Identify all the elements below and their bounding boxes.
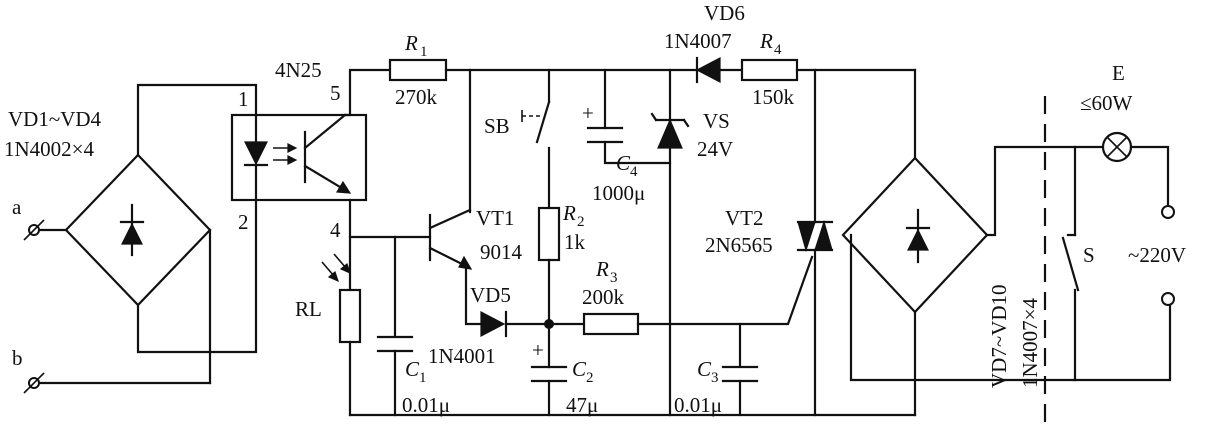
photoresistor-rl	[338, 288, 362, 344]
c2-sub: 2	[586, 370, 594, 386]
c3-letter: C	[697, 357, 712, 381]
c4-sub: 4	[630, 164, 638, 180]
capacitor-c4	[586, 126, 624, 144]
c3-sub: 3	[711, 370, 719, 386]
c1-sub: 1	[419, 370, 427, 386]
mains-terminal-top[interactable]	[1161, 205, 1175, 219]
wire-bridge1-plus	[136, 83, 258, 157]
optocoupler-4n25	[230, 113, 368, 202]
wire-r3-gate	[636, 255, 814, 326]
rl-name: RL	[295, 297, 322, 321]
r4-value: 150k	[752, 85, 795, 109]
vd5-name: VD5	[470, 283, 511, 307]
capacitor-c1	[376, 335, 414, 353]
opto-pin2: 2	[238, 210, 249, 234]
mains-label: ~220V	[1128, 243, 1186, 267]
c1-letter: C	[405, 357, 420, 381]
terminal-b-label: b	[12, 346, 23, 370]
c2-value: 47μ	[566, 393, 598, 417]
lamp-e-icon	[1101, 131, 1133, 163]
wire-opto-collector	[343, 68, 392, 117]
lamp-rating: ≤60W	[1080, 91, 1133, 115]
r3-letter: R	[595, 257, 609, 281]
resistor-r1	[388, 58, 448, 82]
r1-sub: 1	[420, 44, 428, 60]
r2-letter: R	[562, 201, 576, 225]
c4-letter: C	[616, 151, 631, 175]
c4-value: 1000μ	[592, 181, 645, 205]
vd5-part: 1N4001	[428, 344, 496, 368]
switch-name: S	[1083, 243, 1095, 267]
light-arrows-icon	[321, 253, 351, 283]
bridge2-part: 1N4007×4	[1018, 297, 1042, 388]
resistor-r4	[740, 58, 799, 82]
wire-lamp-right	[1129, 145, 1170, 208]
switch-s[interactable]	[1061, 236, 1080, 292]
r1-letter: R	[404, 31, 418, 55]
bridge1-name: VD1~VD4	[8, 107, 102, 131]
lamp-name: E	[1112, 61, 1125, 85]
bridge-rectifier-vd7-vd10	[841, 156, 989, 314]
capacitor-c3	[721, 365, 759, 383]
terminal-a[interactable]	[23, 219, 68, 241]
resistor-r3	[582, 312, 640, 336]
wire-bridge2-right-ac	[985, 145, 1105, 237]
r2-value: 1k	[564, 230, 586, 254]
transistor-vt1	[428, 208, 473, 270]
c2-letter: C	[572, 357, 587, 381]
r2-sub: 2	[577, 214, 585, 230]
r4-letter: R	[759, 29, 773, 53]
terminal-b[interactable]	[23, 372, 212, 394]
diode-vd5	[480, 310, 508, 338]
terminal-a-label: a	[12, 195, 22, 219]
diode-vd6	[695, 56, 721, 84]
opto-pin5: 5	[330, 81, 341, 105]
opto-pin1: 1	[238, 87, 249, 111]
wire-vt1-emitter	[464, 264, 482, 326]
r3-sub: 3	[610, 270, 618, 286]
vt1-part: 9014	[480, 240, 523, 264]
resistor-r2	[537, 206, 561, 262]
zener-vs	[650, 112, 690, 149]
triac-vt2	[796, 219, 834, 253]
mains-terminal-bottom[interactable]	[1161, 292, 1175, 306]
bridge1-part: 1N4002×4	[4, 137, 95, 161]
vt2-part: 2N6565	[705, 233, 773, 257]
opto-name: 4N25	[275, 58, 322, 82]
vd6-name: VD6	[704, 1, 745, 25]
c2-plus: +	[532, 338, 544, 362]
bridge2-name: VD7~VD10	[987, 284, 1011, 388]
bridge-rectifier-vd1-vd4	[64, 153, 212, 307]
r1-value: 270k	[395, 85, 438, 109]
c1-value: 0.01μ	[402, 393, 450, 417]
vd6-part: 1N4007	[664, 29, 732, 53]
wire-c4-bottom	[603, 140, 672, 165]
wire-bridge1-minus	[136, 198, 258, 354]
r4-sub: 4	[774, 42, 782, 58]
capacitor-c2	[530, 365, 568, 383]
wire-bridge2-left-ac	[849, 233, 1172, 382]
r3-value: 200k	[582, 285, 625, 309]
c3-value: 0.01μ	[674, 393, 722, 417]
c4-plus: +	[582, 101, 594, 125]
pushbutton-sb[interactable]	[521, 100, 551, 144]
vs-value: 24V	[697, 137, 733, 161]
vt2-name: VT2	[725, 206, 764, 230]
opto-pin4: 4	[330, 218, 341, 242]
vt1-name: VT1	[476, 206, 515, 230]
sb-name: SB	[484, 114, 510, 138]
vs-name: VS	[703, 109, 730, 133]
